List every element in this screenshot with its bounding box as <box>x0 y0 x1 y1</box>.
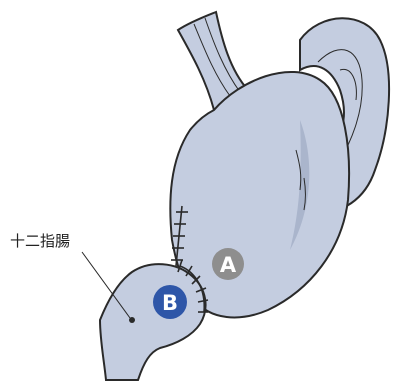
badge-b-label: B <box>162 291 178 315</box>
badge-a-label: A <box>220 253 237 277</box>
duodenum <box>100 264 206 380</box>
duodenum-label: 十二指腸 <box>10 232 70 250</box>
badge-b: B <box>153 285 187 319</box>
badge-a: A <box>212 248 244 280</box>
label-pointer-dot <box>129 317 135 323</box>
